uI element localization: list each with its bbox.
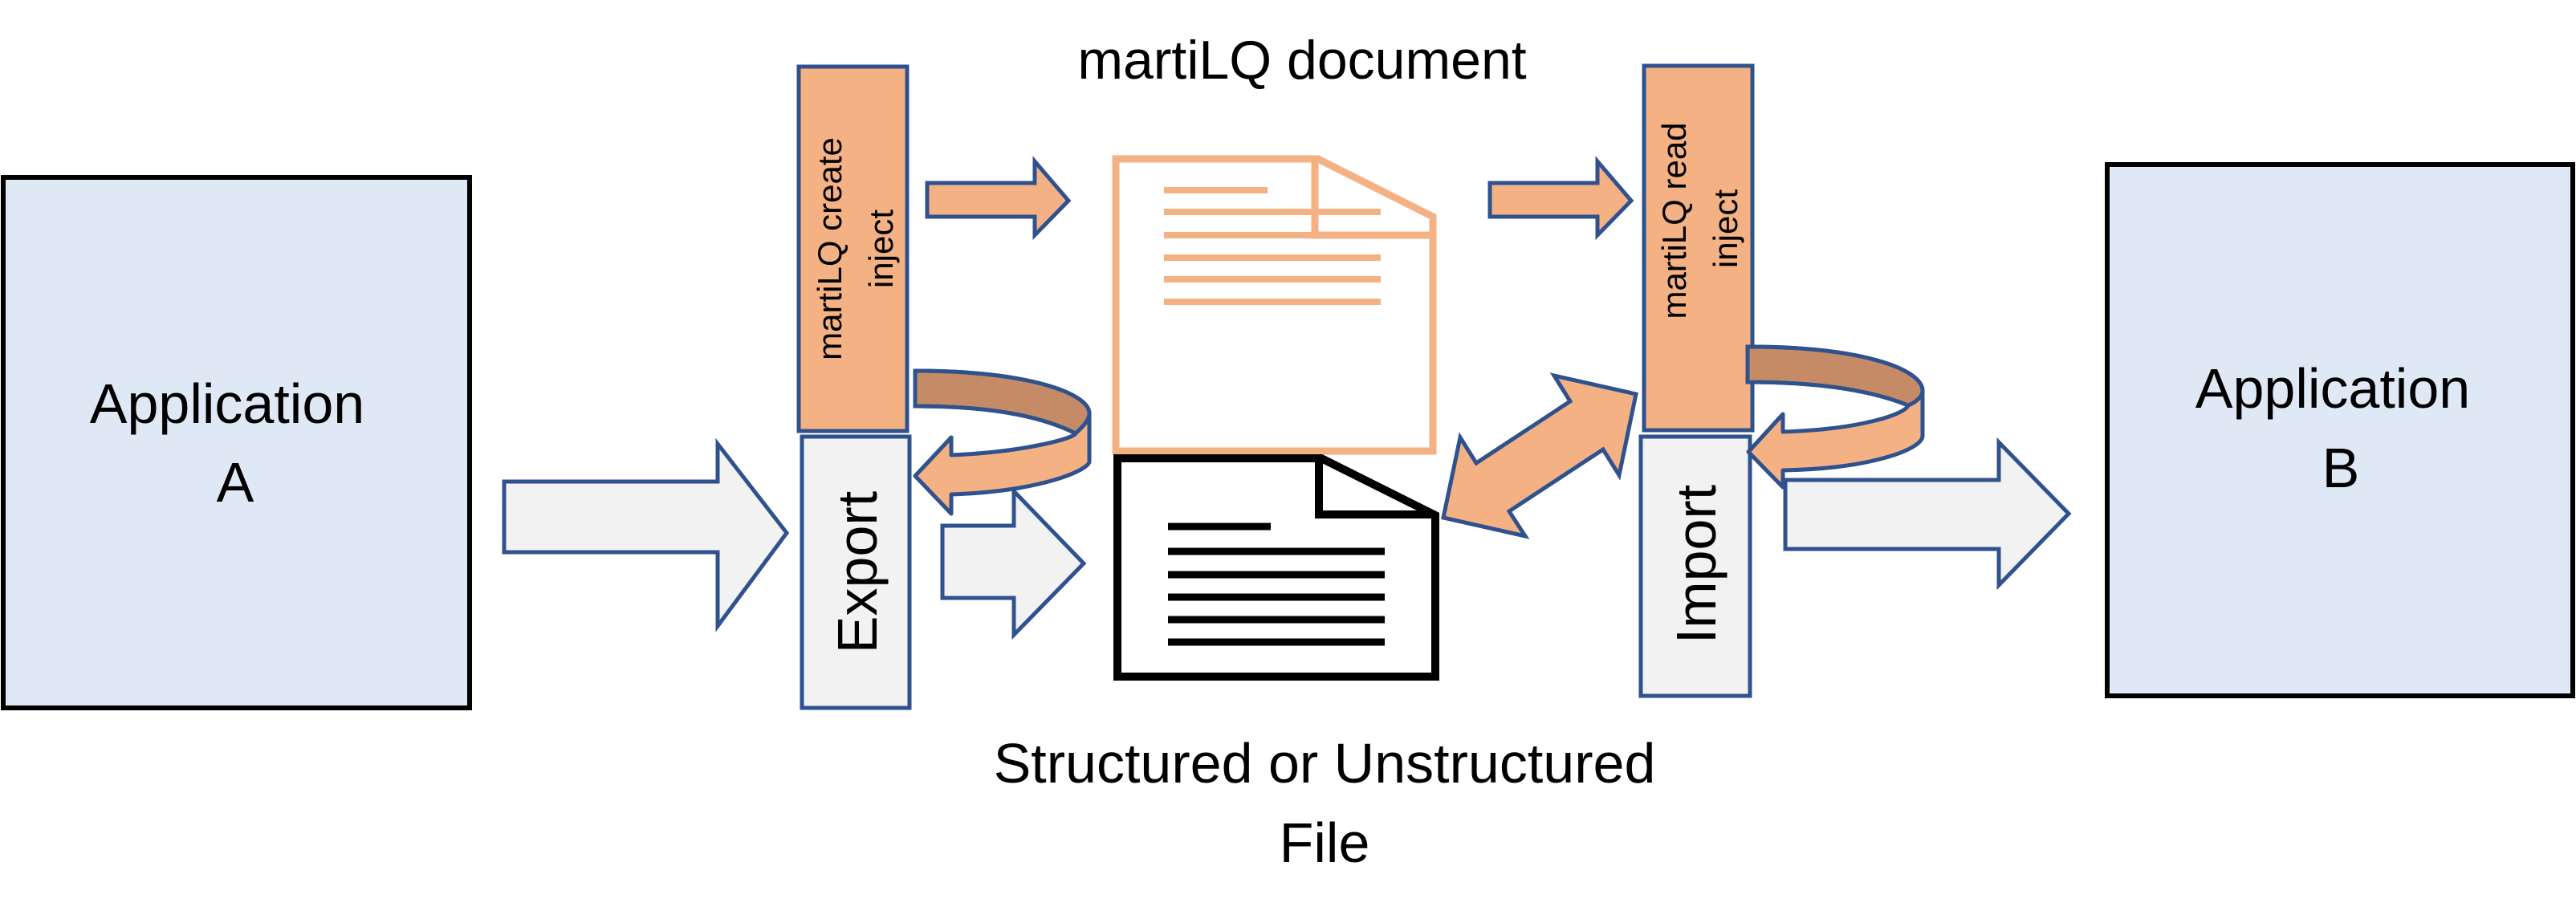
martilq-read-box: martiLQ read inject — [1642, 63, 1755, 433]
import-rect — [1638, 434, 1752, 698]
martilq-read-label-line1: martiLQ read — [1655, 122, 1693, 319]
application-a-box — [1, 175, 472, 710]
arrow-import-to-app-b — [1783, 437, 2072, 591]
export-label: Export — [826, 491, 889, 653]
application-b-box — [2105, 162, 2575, 698]
application-a-label-line2: A — [217, 451, 254, 514]
export-box: Export — [800, 434, 912, 710]
application-b-label-line1: Application — [2196, 357, 2470, 420]
file-label-line2: File — [1280, 811, 1370, 874]
arrow-martilq-doc-to-read — [1487, 156, 1634, 241]
import-box: Import — [1638, 434, 1752, 698]
application-b: Application B — [2105, 162, 2575, 698]
martilq-read-rect — [1642, 63, 1755, 433]
arrow-export-to-file — [940, 486, 1087, 640]
curved-arrow-read-to-import — [1745, 344, 1925, 490]
martilq-read-label-line2: inject — [1707, 189, 1744, 268]
martilq-document-label: martiLQ document — [1077, 30, 1526, 91]
structured-file-icon — [1113, 454, 1439, 681]
application-b-label-line2: B — [2322, 437, 2360, 499]
export-rect — [800, 434, 912, 710]
application-a-label-line1: Application — [90, 372, 364, 435]
arrow-create-to-martilq-doc — [925, 156, 1072, 241]
double-arrow-file-read — [1441, 372, 1638, 539]
martilq-create-label-line2: inject — [862, 209, 900, 288]
file-label-line1: Structured or Unstructured — [994, 732, 1656, 795]
arrow-app-a-to-export — [502, 437, 790, 632]
import-label: Import — [1665, 485, 1728, 644]
martilq-create-box: martiLQ create inject — [796, 64, 910, 433]
martilq-create-rect — [796, 64, 910, 433]
martilq-create-label-line1: martiLQ create — [811, 137, 848, 360]
application-a: Application A — [1, 175, 472, 710]
curved-arrow-create-to-export — [913, 368, 1092, 516]
martilq-document-icon — [1112, 155, 1437, 455]
